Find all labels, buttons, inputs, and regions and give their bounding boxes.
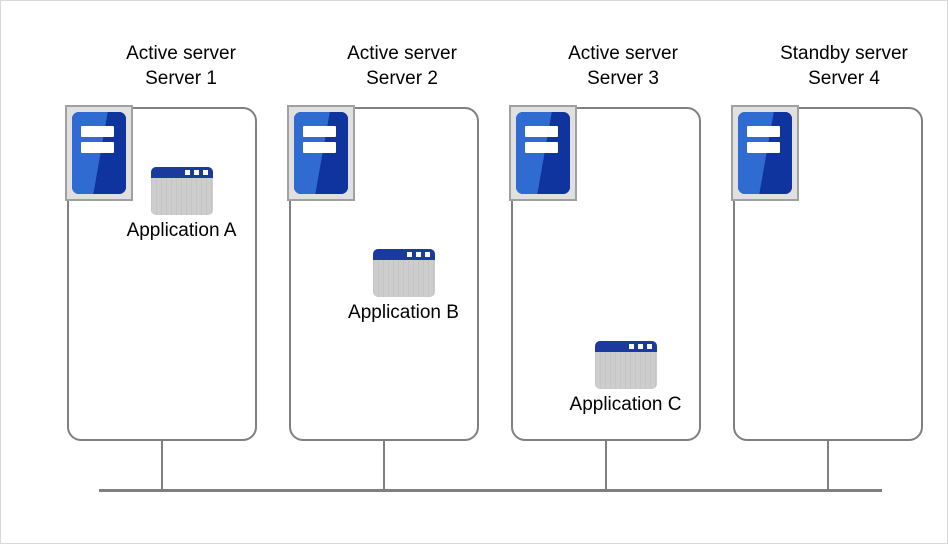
network-connector-1 [161, 441, 163, 491]
server-icon-bar-top [80, 125, 115, 137]
server-role-label: Active server [347, 43, 457, 64]
server-icon-chip [294, 112, 348, 194]
server-name-label: Server 2 [366, 68, 438, 89]
server-header-1: Active server Server 1 [86, 41, 276, 91]
server-icon-bar-top [302, 125, 337, 137]
application-c[interactable]: Application C [563, 341, 688, 417]
server-icon-chip [738, 112, 792, 194]
network-bus-line [99, 489, 882, 492]
server-icon-bar-top [746, 125, 781, 137]
network-connector-2 [383, 441, 385, 491]
server-icon-bar-bottom [302, 142, 337, 153]
server-icon-bar-bottom [746, 142, 781, 153]
server-icon [65, 105, 133, 201]
window-dot-icon [406, 252, 412, 257]
window-dot-icon [424, 252, 430, 257]
window-titlebar [150, 167, 213, 178]
server-name-label: Server 3 [587, 68, 659, 89]
window-dot-icon [415, 252, 421, 257]
application-label: Application C [569, 394, 682, 415]
server-role-label: Standby server [780, 43, 908, 64]
application-window-icon [150, 167, 213, 215]
server-icon-bar-bottom [524, 142, 559, 153]
server-name-label: Server 4 [808, 68, 880, 89]
window-titlebar [594, 341, 657, 352]
server-role-label: Active server [568, 43, 678, 64]
window-dot-icon [628, 344, 634, 349]
network-connector-4 [827, 441, 829, 491]
server-icon [731, 105, 799, 201]
application-window-icon [594, 341, 657, 389]
server-icon [509, 105, 577, 201]
server-icon [287, 105, 355, 201]
server-icon-chip [516, 112, 570, 194]
application-window-icon [372, 249, 435, 297]
server-header-4: Standby server Server 4 [749, 41, 939, 91]
window-dot-icon [646, 344, 652, 349]
application-label: Application B [348, 302, 459, 323]
server-icon-bar-top [524, 125, 559, 137]
window-dot-icon [184, 170, 190, 175]
window-dot-icon [637, 344, 643, 349]
server-icon-chip [72, 112, 126, 194]
window-dot-icon [202, 170, 208, 175]
network-connector-3 [605, 441, 607, 491]
server-header-3: Active server Server 3 [528, 41, 718, 91]
window-dot-icon [193, 170, 199, 175]
application-label: Application A [126, 220, 237, 241]
server-name-label: Server 1 [145, 68, 217, 89]
server-role-label: Active server [126, 43, 236, 64]
application-b[interactable]: Application B [341, 249, 466, 325]
server-header-2: Active server Server 2 [307, 41, 497, 91]
server-icon-bar-bottom [80, 142, 115, 153]
window-titlebar [372, 249, 435, 260]
application-a[interactable]: Application A [119, 167, 244, 243]
